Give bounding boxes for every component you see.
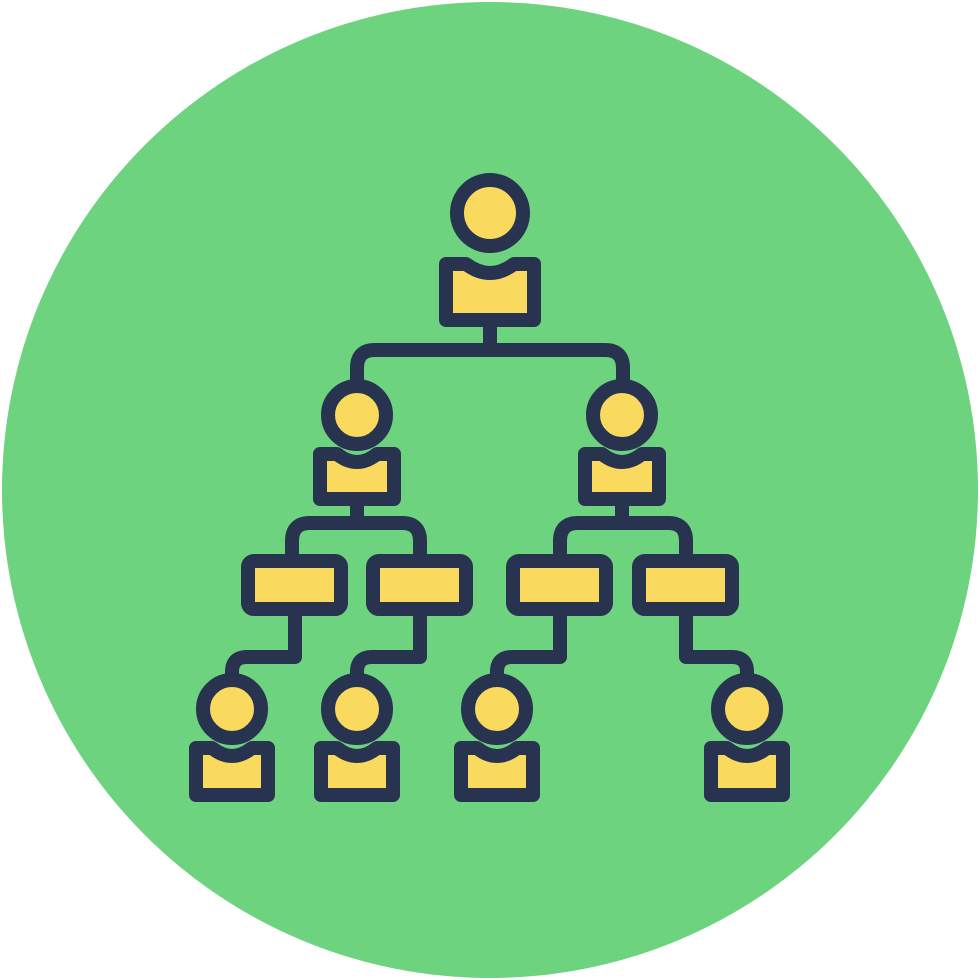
person-node-level2-left <box>313 379 401 506</box>
role-box-3 <box>506 554 613 616</box>
person-node-bottom-1 <box>189 673 275 802</box>
person-node-bottom-2 <box>314 673 400 802</box>
role-box-2 <box>366 554 473 616</box>
role-box-4 <box>632 554 739 616</box>
role-box-1 <box>241 554 348 616</box>
person-node-level2-right <box>578 379 666 506</box>
person-node-bottom-3 <box>454 673 540 802</box>
person-node-bottom-4 <box>704 673 790 802</box>
org-nodes <box>189 173 790 802</box>
connector-lines <box>225 321 754 687</box>
person-node-top <box>439 173 541 327</box>
